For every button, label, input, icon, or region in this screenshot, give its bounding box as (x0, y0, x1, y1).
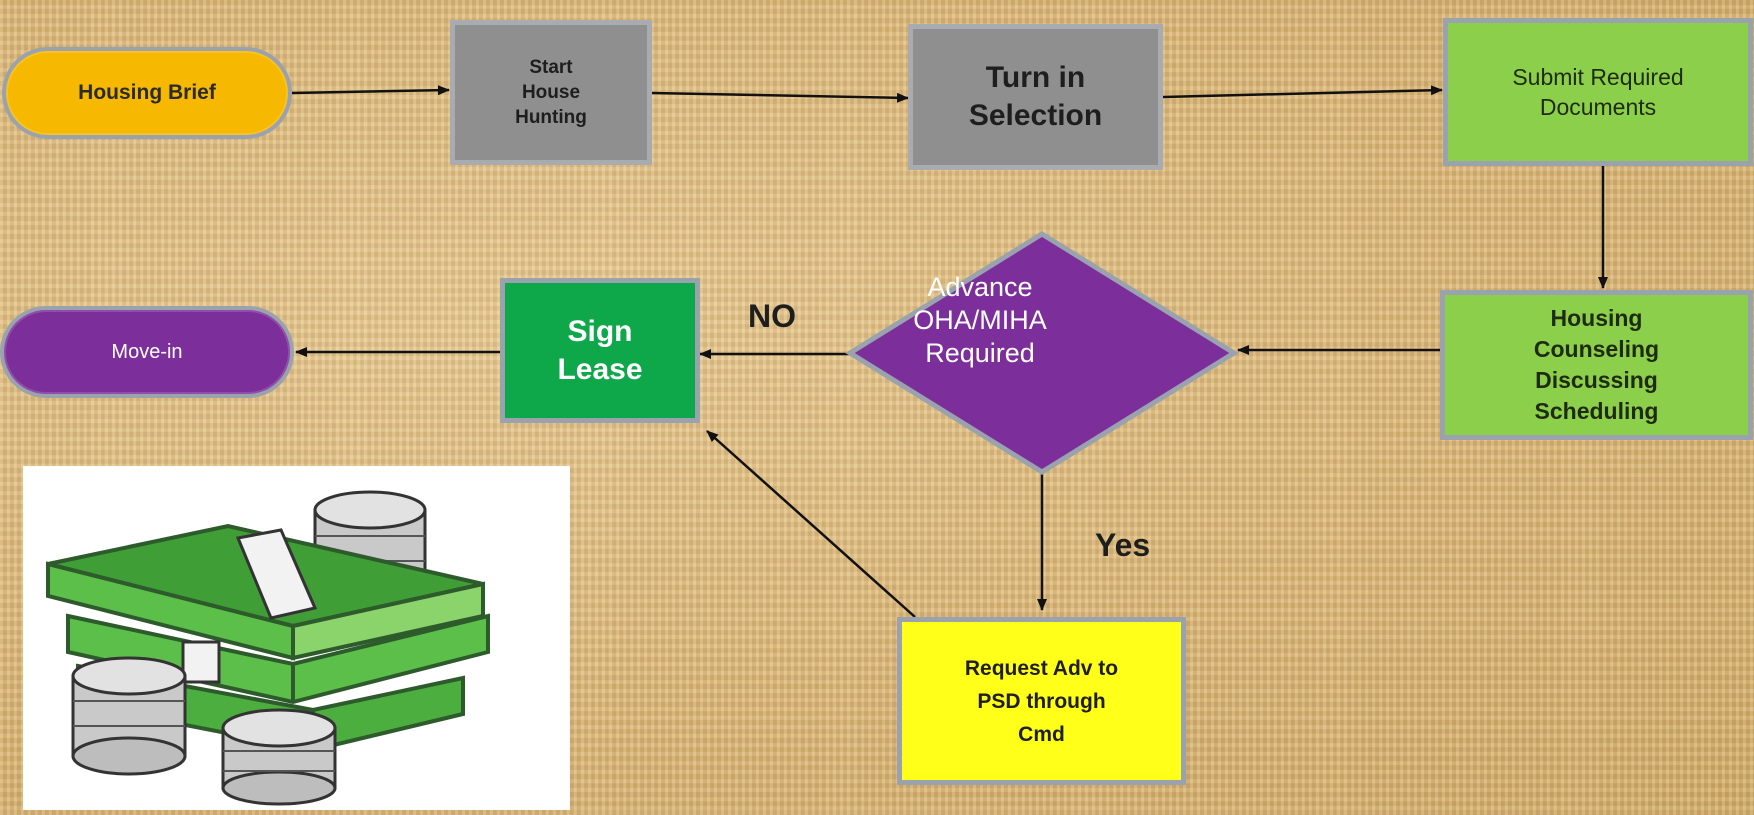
money-illustration (23, 466, 570, 810)
arrow-selection-to-submit (1162, 85, 1443, 99)
request-advance-box: Request Adv to PSD through Cmd (897, 617, 1186, 785)
bill-bundle-top (46, 523, 485, 661)
decision-diamond-shape (845, 231, 1239, 475)
edge-label-yes: Yes (1095, 527, 1151, 563)
housing-brief-label: Housing Brief (78, 81, 216, 104)
start-house-hunting-label: Start House Hunting (515, 57, 587, 128)
advance-required-label: Advance OHA/MIHA Required (913, 271, 1047, 368)
housing-counseling-label: Housing Counseling Discussing Scheduling (1533, 305, 1660, 424)
sign-lease-label: Sign Lease (557, 314, 643, 386)
housing-counseling-box: Housing Counseling Discussing Scheduling (1440, 290, 1753, 440)
arrow-hunting-to-selection (651, 91, 909, 103)
coin-stack-front (221, 708, 337, 806)
sign-lease-box: Sign Lease (500, 278, 700, 423)
move-in-label: Move-in (111, 340, 183, 363)
housing-brief-terminal: Housing Brief (2, 47, 292, 139)
submit-required-documents-label: Submit Required Documents (1512, 64, 1684, 120)
turn-in-selection-box: Turn in Selection (908, 24, 1163, 170)
request-advance-label: Request Adv to PSD through Cmd (964, 656, 1119, 746)
turn-in-selection-label: Turn in Selection (968, 61, 1103, 132)
start-house-hunting-box: Start House Hunting (450, 20, 652, 165)
move-in-terminal: Move-in (0, 306, 294, 398)
arrow-brief-to-hunting (291, 85, 450, 96)
edge-label-no: NO (748, 298, 796, 334)
coin-stack-left (71, 656, 187, 776)
arrow-request-to-lease (706, 430, 916, 618)
submit-required-documents-box: Submit Required Documents (1443, 18, 1753, 166)
money-stack-icon (46, 490, 490, 806)
